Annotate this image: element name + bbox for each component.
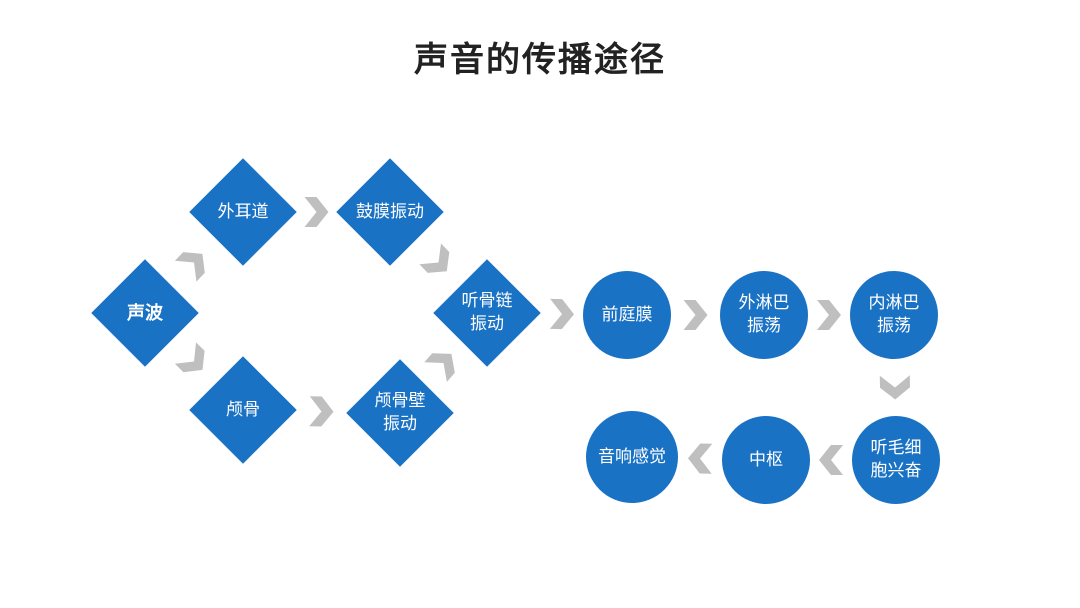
arrow-chevron-icon <box>174 252 205 282</box>
node-vestibular-membrane: 前庭膜 <box>583 271 671 359</box>
arrow-chevron-icon <box>819 445 843 475</box>
arrow-chevron-icon <box>419 243 450 273</box>
node-label: 中枢 <box>749 449 783 470</box>
diagram-title: 声音的传播途径 <box>414 40 666 80</box>
node-label: 声波 <box>127 302 163 324</box>
node-label: 听骨链 振动 <box>461 291 513 334</box>
node-label: 鼓膜振动 <box>356 201 424 222</box>
node-label: 前庭膜 <box>601 304 653 325</box>
arrow-chevron-icon <box>174 342 205 373</box>
arrow-chevron-icon <box>424 353 455 382</box>
node-label: 外耳道 <box>217 201 269 222</box>
arrow-chevron-icon <box>817 300 841 330</box>
node-auditory-center: 中枢 <box>722 416 810 504</box>
arrow-chevron-icon <box>683 300 708 330</box>
node-label: 颅骨壁 振动 <box>374 391 426 434</box>
arrow-chevron-icon <box>688 443 713 474</box>
arrow-chevron-icon <box>549 298 574 330</box>
node-skull: 颅骨 <box>189 356 297 464</box>
node-label: 音响感觉 <box>598 446 666 467</box>
node-skull-wall-vibration: 颅骨壁 振动 <box>346 359 454 467</box>
node-ossicle-vibration: 听骨链 振动 <box>433 259 541 367</box>
node-label: 外淋巴 振荡 <box>738 293 790 336</box>
node-label: 内淋巴 振荡 <box>868 293 920 336</box>
node-label: 颅骨 <box>226 399 260 420</box>
node-outer-ear-canal: 外耳道 <box>189 158 297 266</box>
node-hair-cell-excitation: 听毛细 胞兴奋 <box>852 416 940 504</box>
arrow-chevron-icon <box>304 197 329 227</box>
node-label: 听毛细 胞兴奋 <box>870 438 922 481</box>
arrow-chevron-icon <box>309 396 334 427</box>
arrow-chevron-icon <box>879 375 910 400</box>
node-endolymph-oscillation: 内淋巴 振荡 <box>850 271 938 359</box>
node-sound-wave: 声波 <box>91 259 199 367</box>
node-sound-perception: 音响感觉 <box>586 411 678 503</box>
node-eardrum-vibration: 鼓膜振动 <box>336 158 444 266</box>
node-perilymph-oscillation: 外淋巴 振荡 <box>720 271 808 359</box>
